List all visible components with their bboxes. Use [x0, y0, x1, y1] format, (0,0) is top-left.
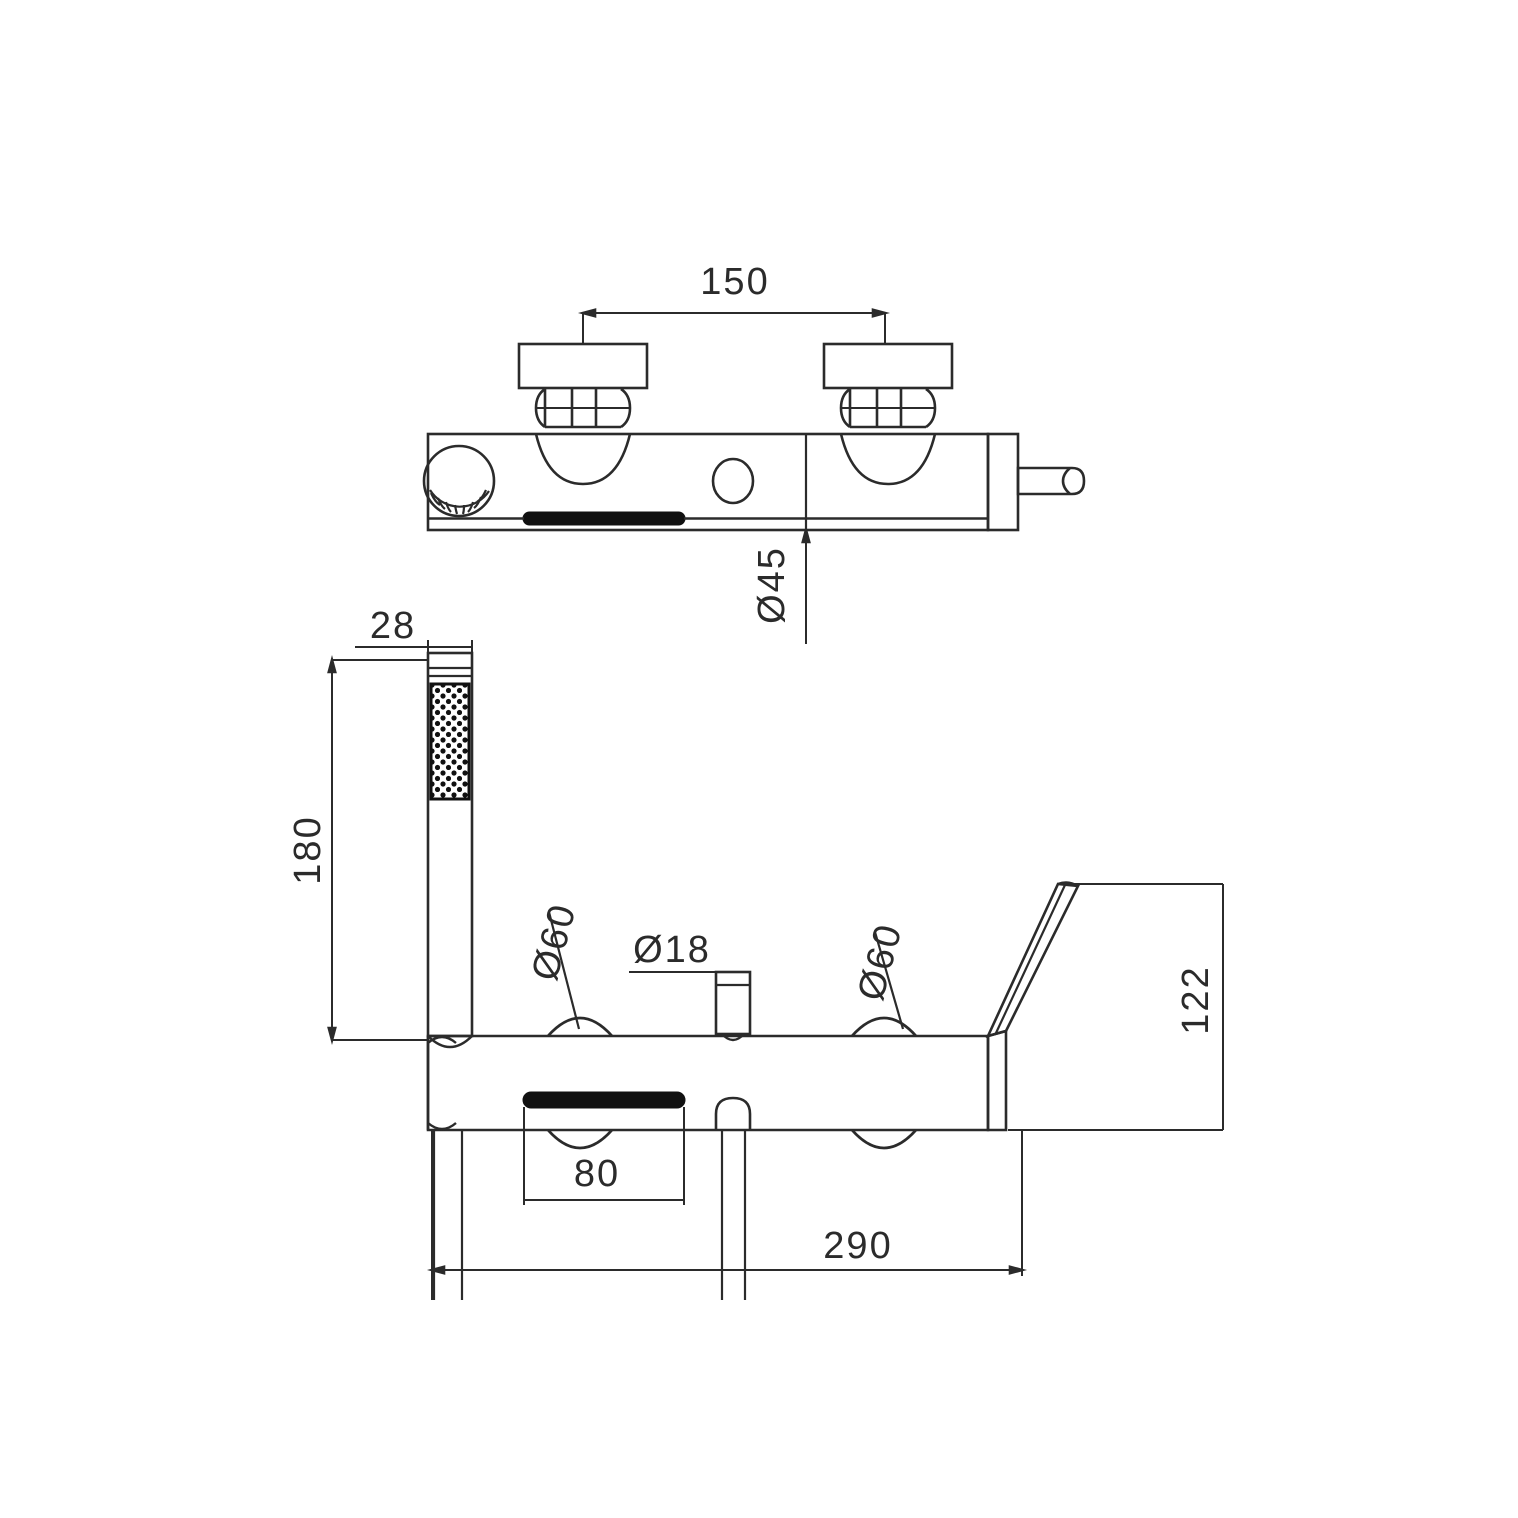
dim-d60-left-label: Ø60 — [524, 899, 585, 985]
dimension-labels: 150 Ø45 28 180 Ø60 Ø18 Ø60 122 80 290 — [287, 261, 1217, 1267]
elev-outlet-slot — [522, 1091, 686, 1109]
plan-outlet-slot — [428, 511, 988, 526]
plan-handle-left — [517, 342, 649, 486]
dim-122-label: 122 — [1175, 965, 1217, 1034]
dim-180-label: 180 — [287, 815, 329, 884]
elev-handle-base-left — [546, 1016, 614, 1150]
dim-d45-label: Ø45 — [751, 546, 793, 624]
dim-28 — [355, 640, 473, 662]
elev-handle-base-right — [850, 1016, 918, 1150]
plan-handle-right — [822, 342, 954, 486]
dim-d60-right-leader — [873, 931, 905, 1030]
dim-122 — [1008, 883, 1224, 1131]
dim-d45-leader — [801, 528, 811, 644]
plan-view — [422, 308, 1086, 644]
plan-spout-pin — [986, 432, 1086, 532]
elev-body-outline — [426, 1034, 990, 1132]
dim-80 — [523, 1107, 685, 1205]
dim-290 — [430, 1130, 1024, 1300]
dim-28-label: 28 — [370, 605, 416, 647]
elev-diverter-knob — [714, 970, 752, 1042]
elev-handset — [426, 651, 474, 1049]
dim-d18-label: Ø18 — [633, 929, 711, 971]
plan-diverter-hole — [711, 457, 755, 505]
dim-180 — [327, 658, 428, 1042]
elev-spout — [985, 881, 1081, 1132]
elev-diverter-stem — [714, 1096, 752, 1300]
dim-d60-left-leader — [547, 911, 581, 1030]
elev-left-end — [426, 1035, 457, 1131]
dim-150-label: 150 — [700, 261, 769, 303]
dim-d60-right-label: Ø60 — [850, 919, 911, 1005]
plan-temperature-knob — [422, 444, 496, 518]
dim-290-label: 290 — [823, 1225, 892, 1267]
dim-150 — [581, 308, 887, 344]
dim-80-label: 80 — [574, 1153, 620, 1195]
front-elevation-view — [327, 640, 1224, 1300]
elev-hose-lines-left — [432, 1130, 464, 1300]
